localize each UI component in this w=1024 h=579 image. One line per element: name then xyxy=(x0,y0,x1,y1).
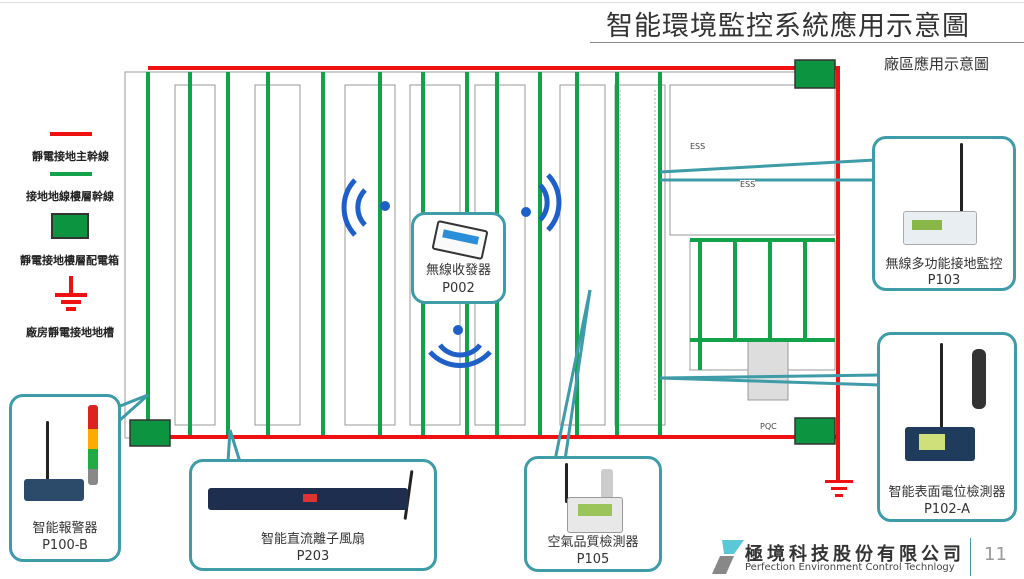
device-code: P002 xyxy=(442,281,475,296)
device-code: P102-A xyxy=(924,502,970,517)
legend-green-box xyxy=(51,213,89,239)
company-name-cn: 極境科技股份有限公司 xyxy=(745,544,965,565)
legend-label: 靜電接地樓層配電箱 xyxy=(20,254,119,267)
antenna-image xyxy=(940,343,943,428)
ion-fan-image xyxy=(208,488,408,510)
antenna-image xyxy=(46,421,49,481)
detector-image xyxy=(905,427,975,461)
title-underline xyxy=(590,42,1024,43)
company-logo-icon xyxy=(712,540,744,574)
ground-icon xyxy=(55,276,87,311)
antenna-image xyxy=(960,143,963,213)
device-code: P100-B xyxy=(42,538,88,553)
distribution-boxes xyxy=(129,59,836,447)
page-number: 11 xyxy=(984,544,1007,565)
transceiver-image xyxy=(431,219,489,261)
top-rule xyxy=(0,2,1024,3)
device-callout-p203[interactable]: 智能直流離子風扇 P203 xyxy=(189,459,437,571)
device-name: 智能報警器 xyxy=(32,521,98,536)
company-name-en: Perfection Environment Control Technlogy xyxy=(745,562,955,573)
alarm-image xyxy=(24,479,84,501)
device-name: 智能表面電位檢測器 xyxy=(888,485,1006,500)
device-name: 空氣品質檢測器 xyxy=(547,535,639,550)
callout-connectors xyxy=(109,158,881,463)
device-callout-p100b[interactable]: 智能報警器 P100-B xyxy=(9,394,121,562)
antenna-image xyxy=(565,463,568,503)
probe-image xyxy=(972,349,986,409)
page-title: 智能環境監控系統應用示意圖 xyxy=(606,11,970,42)
plan-label-ess-1: ESS xyxy=(690,142,706,152)
device-name: 無線收發器 xyxy=(425,263,491,278)
device-callout-p102a[interactable]: 智能表面電位檢測器 P102-A xyxy=(877,332,1017,522)
page-subtitle: 廠區應用示意圖 xyxy=(884,55,990,73)
red-main-line xyxy=(148,66,840,480)
sensor-image xyxy=(601,469,613,499)
plan-label-pqc: PQC xyxy=(760,422,777,432)
footer-divider xyxy=(970,538,971,576)
plan-label-ess-2: ESS xyxy=(740,180,756,190)
device-code: P203 xyxy=(296,549,330,564)
legend-label: 靜電接地主幹線 xyxy=(32,150,109,163)
device-callout-p002[interactable]: 無線收發器 P002 xyxy=(411,212,506,304)
wireless-signal-icon xyxy=(341,173,562,368)
ground-pit-icon xyxy=(825,480,853,497)
legend-label: 廠房靜電接地地槽 xyxy=(26,326,114,339)
legend-label: 接地地線樓層幹線 xyxy=(26,190,114,203)
device-callout-p105[interactable]: 空氣品質檢測器 P105 xyxy=(524,456,662,572)
device-name: 智能直流離子風扇 xyxy=(260,532,365,547)
device-code: P105 xyxy=(576,552,610,567)
device-name: 無線多功能接地監控 xyxy=(885,257,1003,272)
legend-red-line xyxy=(50,132,92,136)
device-callout-p103[interactable]: 無線多功能接地監控 P103 xyxy=(872,136,1016,291)
signal-tower-image xyxy=(88,405,98,485)
legend-green-line xyxy=(50,172,92,176)
device-code: P103 xyxy=(927,273,961,288)
air-detector-image xyxy=(567,497,623,533)
monitor-image xyxy=(903,211,977,245)
